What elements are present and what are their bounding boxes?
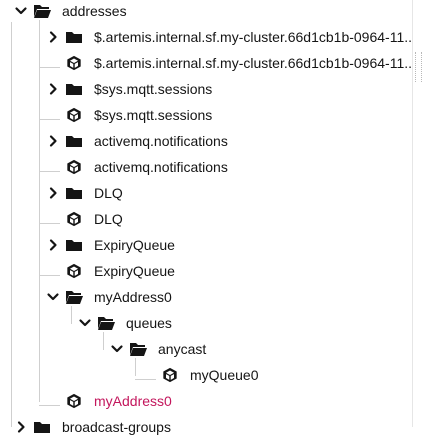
tree-guide-elbow [39,171,60,172]
mbean-cube-icon [65,263,83,279]
tree-row-myqueue0-mbean[interactable]: myQueue0 [0,362,412,388]
tree-row-anycast-folder[interactable]: anycast [0,336,412,362]
chevron-right-icon[interactable] [46,82,60,96]
tree-row-artemis-internal-sf-my-cluster-66d1cb1b-0964-11-mbean[interactable]: $.artemis.internal.sf.my-cluster.66d1cb1… [0,50,416,76]
mbean-cube-icon [65,211,83,227]
tree-row-sys-mqtt-sessions-folder[interactable]: $sys.mqtt.sessions [0,76,412,102]
tree-guide-elbow [135,379,156,380]
tree-guide-elbow [39,67,60,68]
tree-row-addresses-folder[interactable]: addresses [0,0,412,24]
jmx-tree-view: addresses $.artemis.internal.sf.my-cluste… [0,0,416,435]
tree-row-expiryqueue-mbean[interactable]: ExpiryQueue [0,258,412,284]
chevron-down-icon[interactable] [14,4,28,18]
tree-node-label: ExpiryQueue [94,263,175,279]
chevron-right-icon[interactable] [14,420,28,434]
tree-guide-elbow [39,119,60,120]
tree-node-label: DLQ [94,211,123,227]
tree-row-activemq-notifications-mbean[interactable]: activemq.notifications [0,154,412,180]
tree-node-label: addresses [62,3,127,19]
folder-icon [65,237,83,253]
tree-guide-line [11,22,12,427]
tree-node-label: anycast [158,341,207,357]
folder-icon [65,185,83,201]
folder-icon [33,419,51,435]
tree-row-expiryqueue-folder[interactable]: ExpiryQueue [0,232,412,258]
tree-guide-line [135,358,136,376]
chevron-right-icon[interactable] [46,134,60,148]
tree-guide-elbow [39,275,60,276]
folder-open-icon [129,341,147,357]
tree-guide-line [103,332,104,350]
tree-node-label: activemq.notifications [94,133,228,149]
tree-node-label: DLQ [94,185,123,201]
mbean-cube-icon [161,367,179,383]
tree-row-dlq-mbean[interactable]: DLQ [0,206,412,232]
tree-node-label: myAddress0 [94,289,172,305]
tree-node-label: ExpiryQueue [94,237,175,253]
mbean-cube-icon [65,55,83,71]
chevron-right-icon[interactable] [46,238,60,252]
tree-node-label: myQueue0 [190,367,259,383]
tree-node-label: $.artemis.internal.sf.my-cluster.66d1cb1… [94,29,416,45]
mbean-cube-icon [65,393,83,409]
scrollbar-thumb[interactable] [415,52,422,82]
folder-open-icon [97,315,115,331]
folder-icon [65,29,83,45]
tree-row-broadcast-groups-folder[interactable]: broadcast-groups [0,414,412,440]
tree-guide-elbow [39,405,60,406]
chevron-right-icon[interactable] [46,30,60,44]
tree-row-dlq-folder[interactable]: DLQ [0,180,412,206]
tree-node-label: broadcast-groups [62,419,171,435]
tree-row-queues-folder[interactable]: queues [0,310,412,336]
folder-icon [65,133,83,149]
chevron-down-icon[interactable] [46,290,60,304]
tree-row-artemis-internal-sf-my-cluster-66d1cb1b-0964-11-folder[interactable]: $.artemis.internal.sf.my-cluster.66d1cb1… [0,24,416,50]
tree-node-label: activemq.notifications [94,159,228,175]
mbean-cube-icon [65,159,83,175]
tree-guide-line [39,20,40,402]
mbean-cube-icon [65,107,83,123]
tree-node-label: $sys.mqtt.sessions [94,107,213,123]
tree-row-activemq-notifications-folder[interactable]: activemq.notifications [0,128,412,154]
tree-row-myaddress0-mbean[interactable]: myAddress0 [0,388,412,414]
chevron-down-icon[interactable] [110,342,124,356]
tree-node-label: queues [126,315,172,331]
folder-open-icon [33,3,51,19]
folder-icon [65,81,83,97]
tree-guide-elbow [39,223,60,224]
folder-open-icon [65,289,83,305]
tree-row-sys-mqtt-sessions-mbean[interactable]: $sys.mqtt.sessions [0,102,412,128]
tree-node-label: $.artemis.internal.sf.my-cluster.66d1cb1… [94,55,416,71]
chevron-down-icon[interactable] [78,316,92,330]
tree-node-label: $sys.mqtt.sessions [94,81,213,97]
tree-node-label: myAddress0 [94,393,172,409]
tree-row-myaddress0-folder[interactable]: myAddress0 [0,284,412,310]
vertical-scrollbar[interactable] [412,0,423,427]
chevron-right-icon[interactable] [46,186,60,200]
tree-guide-line [71,306,72,324]
